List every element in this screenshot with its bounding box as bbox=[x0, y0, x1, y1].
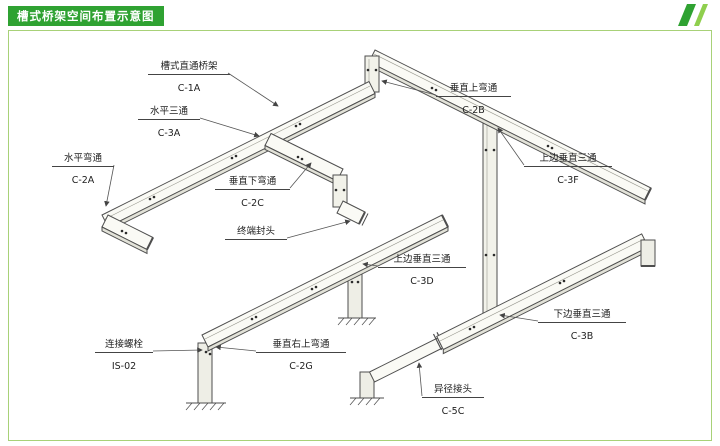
tray-branch-down bbox=[264, 132, 369, 226]
part-code: C-5C bbox=[441, 406, 465, 417]
part-name: 连接螺栓 bbox=[95, 339, 153, 353]
part-code: C-2B bbox=[462, 105, 485, 116]
part-code: C-3A bbox=[157, 128, 181, 139]
tray-riser-left-column bbox=[185, 342, 226, 411]
part-code: C-2C bbox=[241, 198, 264, 209]
callout-c2g: 垂直右上弯通 C-2G bbox=[256, 339, 346, 372]
tray-vertical-riser-right bbox=[482, 112, 498, 320]
part-code: C-2A bbox=[71, 175, 95, 186]
part-name: 垂直右上弯通 bbox=[256, 339, 346, 353]
part-code: C-1A bbox=[177, 83, 201, 94]
callout-c1a: 槽式直通桥架 C-1A bbox=[148, 61, 230, 94]
part-name: 垂直上弯通 bbox=[436, 83, 511, 97]
part-code: C-3D bbox=[410, 276, 434, 287]
part-name: 终端封头 bbox=[225, 226, 287, 240]
tray-lower-middle-run bbox=[201, 214, 449, 352]
page-title: 槽式桥架空间布置示意图 bbox=[8, 6, 164, 26]
callout-c2c: 垂直下弯通 C-2C bbox=[215, 176, 290, 209]
callout-end-cap: 终端封头 bbox=[225, 226, 287, 240]
bolt-dots bbox=[120, 68, 566, 356]
callout-is02: 连接螺栓 IS-02 bbox=[95, 339, 153, 372]
part-name: 上边垂直三通 bbox=[378, 254, 466, 268]
callout-c3f: 上边垂直三通 C-3F bbox=[524, 153, 612, 186]
callout-c2b: 垂直上弯通 C-2B bbox=[436, 83, 511, 116]
callout-c2a: 水平弯通 C-2A bbox=[52, 153, 114, 186]
tray-horizontal-bend-stub bbox=[101, 214, 154, 255]
part-name: 垂直下弯通 bbox=[215, 176, 290, 190]
part-name: 上边垂直三通 bbox=[524, 153, 612, 167]
part-code: C-3F bbox=[557, 175, 579, 186]
part-code: C-3B bbox=[570, 331, 594, 342]
part-name: 水平三通 bbox=[138, 106, 200, 120]
part-name: 槽式直通桥架 bbox=[148, 61, 230, 75]
leader-lines bbox=[104, 72, 539, 397]
part-name: 异径接头 bbox=[422, 384, 484, 398]
part-code: C-2G bbox=[289, 361, 313, 372]
corner-slashes-icon bbox=[678, 4, 708, 26]
callout-c3d: 上边垂直三通 C-3D bbox=[378, 254, 466, 287]
part-name: 水平弯通 bbox=[52, 153, 114, 167]
callout-c5c: 异径接头 C-5C bbox=[422, 384, 484, 417]
part-name: 下边垂直三通 bbox=[538, 309, 626, 323]
callout-c3b: 下边垂直三通 C-3B bbox=[538, 309, 626, 342]
part-code: IS-02 bbox=[111, 361, 137, 372]
tray-lower-right-run bbox=[349, 233, 656, 406]
tray-main-run bbox=[101, 80, 376, 232]
callout-c3a: 水平三通 C-3A bbox=[138, 106, 200, 139]
